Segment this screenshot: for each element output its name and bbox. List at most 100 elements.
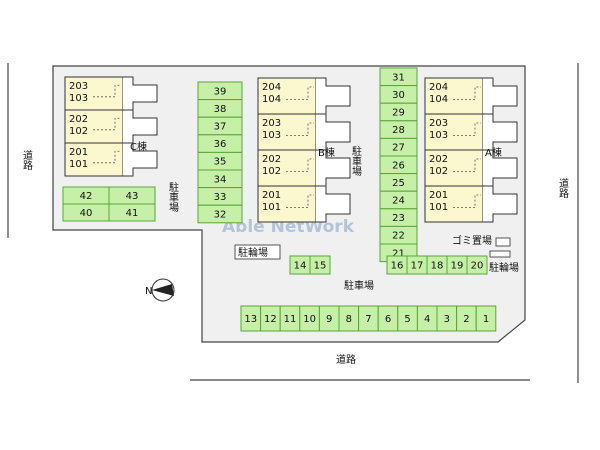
parking-space-number: 13 [244,314,257,325]
road-bottom-label: 道路 [336,353,356,366]
parking-space: 39 [197,81,243,101]
parking-center-label: 駐車場 [350,145,362,177]
unit-number: 203 [429,118,448,129]
parking-space: 9 [318,305,340,332]
parking-space-number: 35 [214,157,227,168]
parking-space: 23 [379,208,418,227]
parking-space: 19 [446,255,468,275]
unit-number: 104 [429,94,448,105]
parking-space: 4 [416,305,438,332]
parking-space: 5 [397,305,418,332]
parking-space: 41 [108,203,156,222]
parking-space: 25 [379,173,418,192]
parking-space-number: 18 [431,261,444,272]
parking-space-number: 19 [451,261,464,272]
parking-space: 2 [456,305,477,332]
bike-parking-right [489,250,511,258]
unit-number: 102 [262,166,281,177]
parking-space: 36 [197,134,243,153]
parking-space-number: 16 [391,261,404,272]
parking-space: 26 [379,155,418,175]
parking-space: 15 [309,255,331,275]
parking-space-number: 43 [126,191,139,202]
parking-space: 17 [406,255,428,275]
parking-space: 11 [279,305,301,332]
parking-space-number: 3 [444,314,450,325]
parking-space: 18 [426,255,448,275]
parking-space-number: 11 [284,314,297,325]
parking-space-number: 25 [392,178,405,189]
parking-space: 29 [379,102,418,122]
parking-space: 12 [260,305,281,332]
unit-number: 201 [262,190,281,201]
parking-space-number: 29 [392,108,405,119]
building-name: A棟 [485,146,502,159]
parking-space: 6 [377,305,399,332]
parking-space-number: 28 [392,125,405,136]
road-left-label: 道路 [21,149,33,171]
parking-space: 7 [358,305,379,332]
unit-number: 202 [69,114,88,125]
parking-space: 24 [379,190,418,210]
building-name: C棟 [130,140,147,153]
unit-number: 202 [429,154,448,165]
unit-number: 203 [262,118,281,129]
building-name: B棟 [318,146,335,159]
parking-space: 10 [299,305,320,332]
parking-space-number: 42 [80,191,93,202]
parking-left-label: 駐車場 [167,181,179,213]
parking-bottom-label: 駐車場 [344,279,374,292]
parking-space-number: 2 [463,314,469,325]
unit-number: 101 [69,159,88,170]
parking-space-number: 12 [264,314,277,325]
buildings-layer: 203103202102201101C棟20410420310320210220… [64,76,518,223]
parking-space-number: 1 [483,314,489,325]
parking-space: 16 [386,255,408,275]
parking-space-number: 39 [214,86,227,97]
parking-space-number: 40 [80,208,93,219]
parking-space-number: 41 [126,208,139,219]
parking-space-number: 6 [385,314,391,325]
parking-space-number: 33 [214,192,227,203]
parking-space: 43 [108,186,156,205]
parking-space-number: 30 [392,90,405,101]
parking-space-number: 34 [214,174,227,185]
parking-space-number: 24 [392,196,405,207]
parking-space: 35 [197,151,243,171]
parking-space: 37 [197,116,243,136]
parking-space: 31 [379,67,418,87]
parking-space: 27 [379,137,418,157]
unit-number: 103 [69,93,88,104]
unit-number: 202 [262,154,281,165]
parking-space: 8 [338,305,360,332]
parking-space: 22 [379,225,418,245]
parking-space-number: 8 [346,314,352,325]
parking-space: 28 [379,120,418,139]
parking-space-number: 4 [424,314,430,325]
parking-space-number: 21 [392,248,405,259]
parking-space: 14 [289,255,311,275]
parking-space-number: 22 [392,231,405,242]
parking-space: 20 [466,255,488,275]
unit-number: 101 [429,202,448,213]
parking-space-number: 23 [392,213,405,224]
parking-space-number: 7 [365,314,371,325]
parking-space-number: 15 [314,261,327,272]
parking-space-number: 14 [294,261,307,272]
compass-icon: N [145,278,175,302]
parking-space-number: 38 [214,104,227,115]
parking-space-number: 31 [392,72,405,83]
unit-number: 201 [429,190,448,201]
parking-space: 34 [197,169,243,189]
unit-number: 204 [429,82,448,93]
parking-space: 3 [436,305,458,332]
parking-space: 1 [475,305,497,332]
parking-space-number: 36 [214,139,227,150]
bike-right-label: 駐輪場 [489,261,519,274]
parking-space-number: 37 [214,122,227,133]
road-right-label: 道路 [557,177,569,199]
unit-number: 201 [69,147,88,158]
